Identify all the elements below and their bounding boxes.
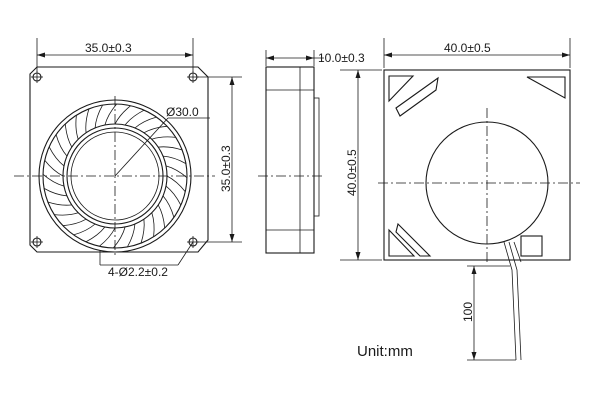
impeller-blade — [162, 155, 187, 164]
impeller-blade — [166, 175, 186, 192]
impeller-blade — [44, 160, 64, 177]
impeller-blade — [127, 223, 136, 248]
impeller-blade — [143, 125, 168, 134]
side-thickness-label: 10.0±0.3 — [318, 51, 365, 65]
front-width-dimension: 35.0±0.3 — [36, 38, 194, 72]
front-height-dimension: 35.0±0.3 — [198, 76, 242, 243]
impeller-blade — [47, 201, 72, 206]
front-view: Ø30.0 35.0±0.3 35.0±0.3 4-Ø2.2±0.2 — [14, 38, 242, 279]
hole-callout-label: 4-Ø2.2±0.2 — [108, 265, 168, 279]
lead-wires — [503, 241, 522, 361]
impeller-dia-label: Ø30.0 — [166, 105, 199, 119]
units-note: Unit:mm — [357, 343, 413, 360]
impeller-blade — [42, 173, 65, 187]
front-width-label: 35.0±0.3 — [85, 41, 132, 55]
impeller-blade — [73, 223, 96, 236]
lead-length-label: 100 — [461, 302, 475, 322]
impeller-blade — [157, 204, 166, 229]
impeller-blade — [64, 123, 73, 148]
impeller-blade — [75, 115, 79, 140]
back-view: 40.0±0.5 40.0±0.5 100 — [340, 38, 580, 361]
impeller-blade — [43, 188, 68, 197]
side-hub — [313, 97, 320, 217]
side-view: 10.0±0.3 — [258, 50, 365, 254]
impeller-blade — [48, 146, 65, 167]
impeller-blade — [151, 136, 176, 140]
impeller-blade — [54, 212, 79, 216]
impeller-blade — [158, 146, 183, 151]
impeller-blade — [55, 134, 68, 157]
back-housing-outline — [383, 69, 571, 261]
impeller-blade — [165, 185, 182, 206]
impeller-blade — [85, 226, 106, 243]
side-thickness-dimension: 10.0±0.3 — [265, 50, 365, 66]
hole-callout: 4-Ø2.2±0.2 — [99, 241, 194, 279]
front-height-label: 35.0±0.3 — [219, 145, 233, 192]
back-width-dimension: 40.0±0.5 — [383, 38, 571, 68]
impeller-dia-leader — [114, 117, 169, 177]
back-width-label: 40.0±0.5 — [444, 41, 491, 55]
back-height-dimension: 40.0±0.5 — [340, 69, 382, 261]
front-housing-outline — [29, 66, 209, 253]
impeller-blade — [114, 105, 131, 125]
side-body — [265, 66, 315, 254]
impeller-blade — [62, 218, 87, 227]
impeller-blade — [85, 108, 90, 133]
lead-length-dimension: 100 — [461, 265, 516, 361]
impeller-blade — [162, 195, 175, 218]
impeller-blade — [151, 212, 155, 237]
back-corner-cutouts — [388, 75, 566, 257]
impeller-blade — [124, 109, 145, 126]
back-height-label: 40.0±0.5 — [345, 149, 359, 196]
impeller-blade — [134, 116, 157, 129]
impeller-blade — [140, 219, 145, 244]
impeller-blade — [94, 104, 103, 129]
impeller-blade — [99, 227, 116, 247]
